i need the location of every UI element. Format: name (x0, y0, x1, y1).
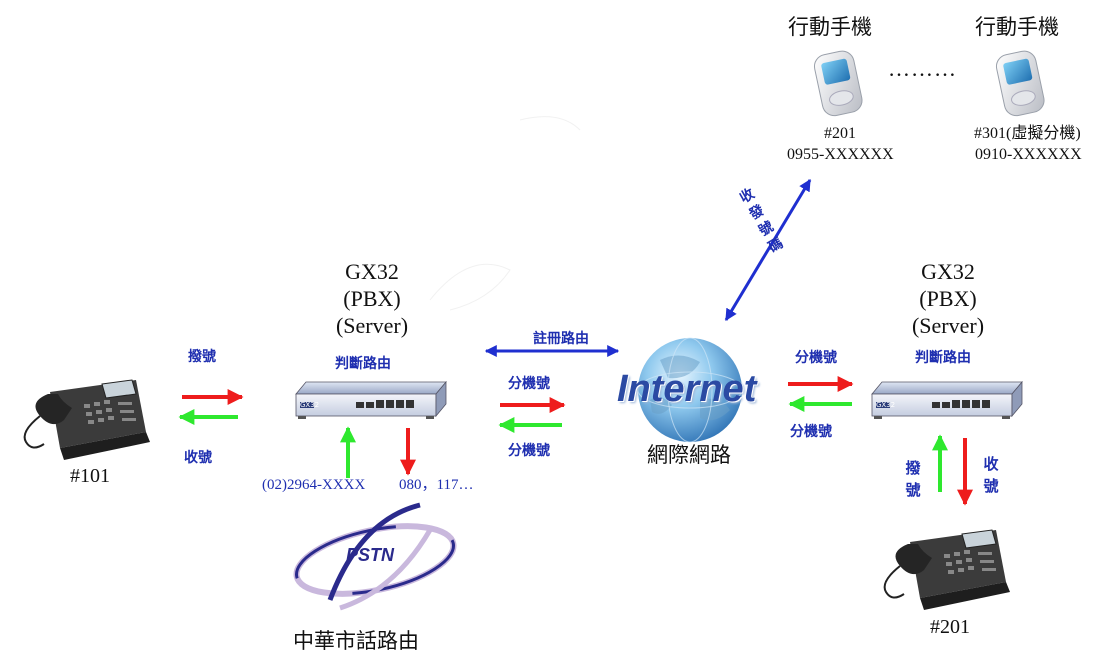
register-route-label: 註冊路由 (533, 331, 589, 347)
left-phone-label: #101 (70, 465, 110, 487)
pbx-device-icon (871, 380, 1023, 419)
left-pbx-title-line: (PBX) (343, 286, 401, 311)
left-pbx-badge: GX32 (300, 401, 320, 409)
pstn-logo-icon (293, 502, 457, 611)
left-pbx-title-line: GX32 (345, 259, 399, 284)
globe-icon (637, 337, 743, 443)
mobile-link-arrow (724, 178, 812, 322)
right-dial-label: 撥號 (905, 459, 921, 499)
right-route-label: 判斷路由 (915, 350, 971, 366)
mobile-right-title: 行動手機 (975, 15, 1059, 39)
pstn-caption: 中華市話路由 (293, 629, 419, 653)
left-route-label: 判斷路由 (335, 356, 391, 372)
right-ext-bottom-label: 分機號 (790, 424, 832, 440)
right-receive-label: 收號 (983, 455, 999, 495)
right-pbx-badge: GX32 (876, 401, 896, 409)
mobile-ellipsis: ……… (888, 56, 957, 81)
background-watermark (429, 116, 581, 311)
left-pbx-title: GX32 (PBX) (Server) (312, 258, 432, 339)
internet-logo-text: Internet (617, 368, 757, 410)
right-pbx-title-line: GX32 (921, 259, 975, 284)
dial-label: 撥號 (188, 349, 216, 365)
desk-phone-icon (23, 379, 150, 460)
ext-bottom-label: 分機號 (508, 443, 550, 459)
ext-top-label: 分機號 (508, 376, 550, 392)
left-pbx-title-line: (Server) (335, 313, 409, 338)
mobile-right-ext: #301(虛擬分機) (974, 125, 1081, 142)
right-pbx-title: GX32 (PBX) (Server) (888, 258, 1008, 339)
receive-label: 收號 (184, 450, 212, 466)
mobile-phone-icon (813, 50, 863, 117)
pbx-device-icon (295, 380, 447, 419)
right-pbx-title-line: (Server) (911, 313, 985, 338)
mobile-left-title: 行動手機 (788, 15, 872, 39)
pstn-logo-text: PSTN (346, 545, 395, 565)
right-pbx-title-line: (PBX) (919, 286, 977, 311)
right-ext-top-label: 分機號 (795, 350, 837, 366)
pstn-out-number: (02)2964-XXXX (262, 477, 366, 493)
pstn-in-number: 080，117… (399, 477, 474, 493)
mobile-left-number: 0955-XXXXXX (787, 146, 894, 163)
desk-phone-icon (883, 529, 1010, 610)
mobile-phone-icon (995, 50, 1045, 117)
right-phone-label: #201 (930, 616, 970, 638)
internet-caption: 網際網路 (647, 443, 731, 467)
mobile-right-number: 0910-XXXXXX (975, 146, 1082, 163)
mobile-left-ext: #201 (824, 125, 856, 142)
